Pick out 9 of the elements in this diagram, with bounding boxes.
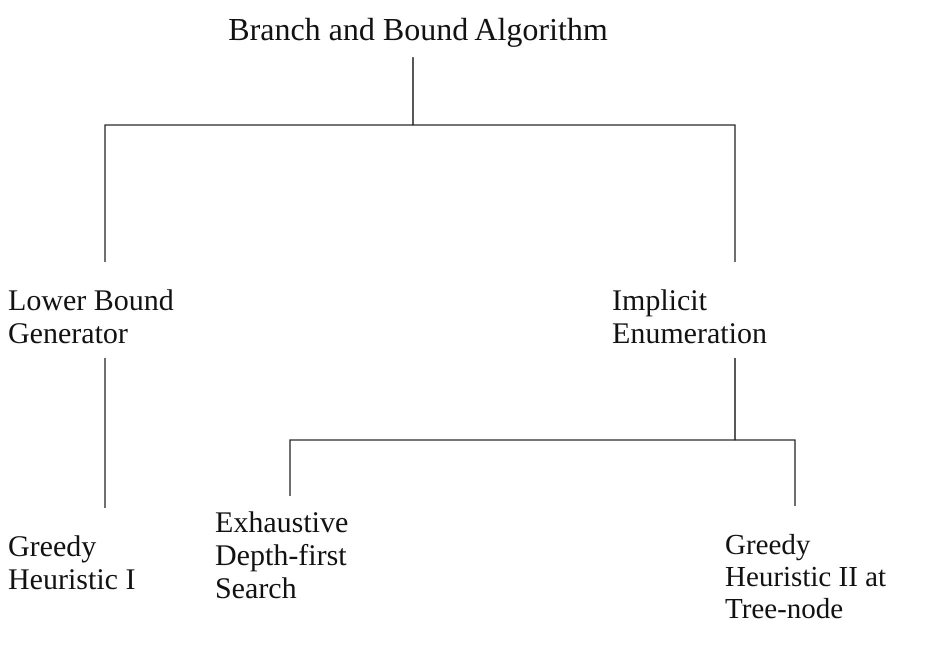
node-label: Greedy Heuristic I [8, 508, 178, 596]
node-label: Exhaustive Depth-first Search [215, 496, 390, 605]
node-label: Greedy Heuristic II at Tree-node [725, 506, 910, 626]
connector-line [412, 57, 736, 262]
node-label: Implicit Enumeration [612, 262, 852, 358]
node-label: Branch and Bound Algorithm [208, 12, 628, 58]
connector-line [734, 358, 796, 506]
node-label: Lower Bound Generator [8, 262, 258, 358]
connector-line [104, 358, 106, 508]
